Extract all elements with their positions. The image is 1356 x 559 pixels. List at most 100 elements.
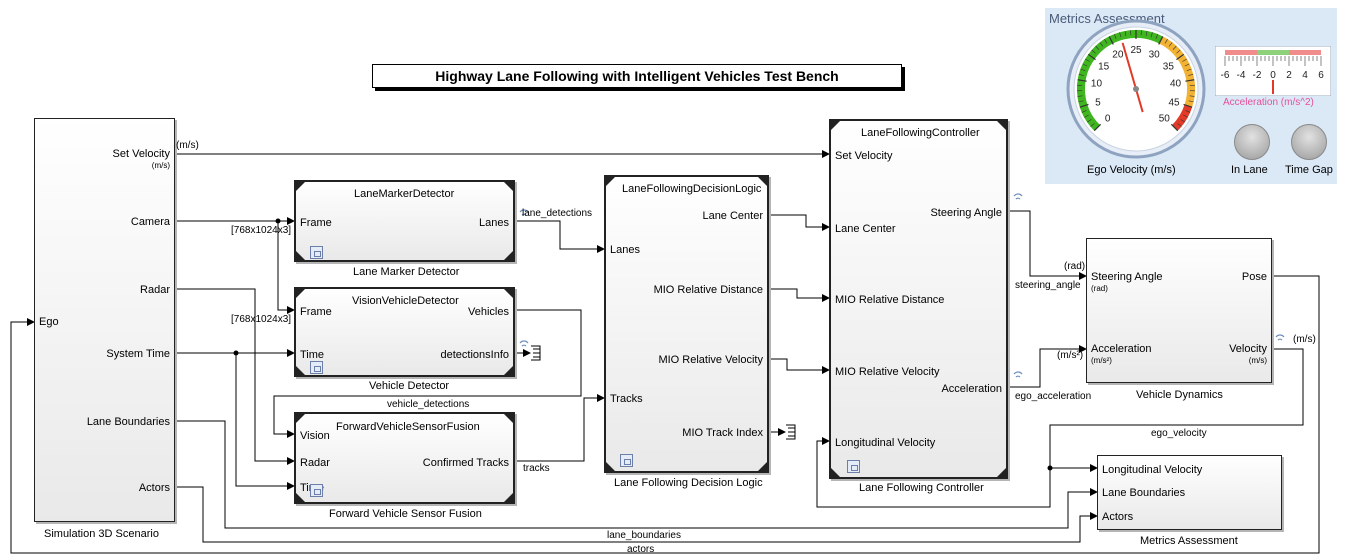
dynamics-block[interactable]: Steering Angle (rad) Acceleration (m/s²)… xyxy=(1086,238,1272,383)
accel-tick-label: -2 xyxy=(1253,70,1262,81)
gauge-label: Ego Velocity (m/s) xyxy=(1087,164,1176,176)
lane-marker-block[interactable]: LaneMarkerDetector Frame Lanes xyxy=(294,180,515,262)
port-mio-distance: MIO Relative Distance xyxy=(653,284,763,296)
model-ref-icon xyxy=(310,484,323,497)
fusion-name: Forward Vehicle Sensor Fusion xyxy=(329,508,482,520)
gauge-tick xyxy=(1084,114,1089,118)
gauge-tick xyxy=(1095,45,1100,50)
controller-ref: LaneFollowingController xyxy=(861,127,980,139)
gauge-tick xyxy=(1176,53,1185,61)
signal-steering-angle: steering_angle xyxy=(1015,280,1081,291)
gauge-tick xyxy=(1077,79,1087,82)
gauge-tick xyxy=(1158,36,1164,45)
model-ref-icon xyxy=(310,246,323,259)
accel-label: Acceleration (m/s^2) xyxy=(1223,97,1314,108)
wire-tracks xyxy=(515,394,605,462)
scenario-name: Simulation 3D Scenario xyxy=(44,528,159,540)
in-lane-lamp xyxy=(1234,124,1270,160)
gauge-tick-label: 25 xyxy=(1130,45,1142,56)
gauge-tick xyxy=(1182,58,1187,62)
gauge-tick xyxy=(1177,123,1182,127)
gauge-tick xyxy=(1189,95,1195,97)
port-velocity-unit: (m/s) xyxy=(1248,356,1267,365)
gauge-tick xyxy=(1087,53,1096,61)
signal-lane-boundaries: lane_boundaries xyxy=(607,530,681,541)
gauge-tick xyxy=(1176,49,1181,54)
port-mio-distance: MIO Relative Distance xyxy=(835,294,945,306)
controller-block[interactable]: LaneFollowingController Set Velocity Lan… xyxy=(829,119,1008,479)
port-mio-velocity: MIO Relative Velocity xyxy=(658,354,763,366)
port-set-velocity: Set Velocity xyxy=(112,148,170,160)
time-gap-lamp xyxy=(1291,124,1327,160)
gauge-red-band xyxy=(1171,104,1193,131)
signal-actors: actors xyxy=(627,544,655,555)
signal-frame-dim: [768x1024x3] xyxy=(231,314,292,325)
port-long-velocity: Longitudinal Velocity xyxy=(835,437,936,449)
port-frame: Frame xyxy=(300,306,332,318)
wire-mio-velocity xyxy=(769,358,830,374)
gauge-tick-label: 45 xyxy=(1168,97,1180,108)
gauge-amber-band xyxy=(1159,36,1195,108)
model-ref-icon xyxy=(310,361,323,374)
port-steering-unit: (rad) xyxy=(1091,284,1108,293)
port-lane-boundaries: Lane Boundaries xyxy=(1102,487,1186,499)
vision-name: Vehicle Detector xyxy=(369,380,450,392)
gauge-tick xyxy=(1104,39,1108,44)
port-acceleration-unit: (m/s²) xyxy=(1091,356,1112,365)
accel-tick-label: -4 xyxy=(1237,70,1246,81)
gauge-tick xyxy=(1172,45,1177,50)
gauge-tick xyxy=(1170,123,1179,132)
gauge-tick-label: 20 xyxy=(1112,49,1124,60)
decision-block[interactable]: LaneFollowingDecisionLogic Lanes Tracks … xyxy=(604,175,769,473)
gauge-tick xyxy=(1188,74,1194,76)
gauge-tick xyxy=(1119,32,1122,38)
port-system-time: System Time xyxy=(106,348,170,360)
metrics-block[interactable]: Longitudinal Velocity Lane Boundaries Ac… xyxy=(1097,455,1282,530)
signal-frame-dim: [768x1024x3] xyxy=(231,225,292,236)
port-lanes: Lanes xyxy=(610,244,640,256)
gauge-tick xyxy=(1081,110,1087,113)
wire-pose xyxy=(10,275,1320,554)
gauge-tick xyxy=(1168,42,1173,47)
signal-vehicle-detections: vehicle_detections xyxy=(387,399,470,410)
signal-accel-unit: (m/s²) xyxy=(1057,350,1084,361)
wire-lanes xyxy=(515,220,605,253)
gauge-tick xyxy=(1185,79,1195,82)
lane-marker-ref: LaneMarkerDetector xyxy=(354,188,455,200)
wire-camera-vision xyxy=(277,221,295,314)
port-camera: Camera xyxy=(130,216,170,228)
gauge-tick-label: 50 xyxy=(1159,113,1171,124)
gauge-tick-label: 35 xyxy=(1163,61,1175,72)
accel-tick-label: -6 xyxy=(1221,70,1230,81)
gauge-tick xyxy=(1155,34,1158,39)
gauge-tick xyxy=(1150,32,1153,38)
gauge-tick xyxy=(1124,30,1127,37)
wire-vehicles xyxy=(273,309,582,438)
port-radar: Radar xyxy=(140,284,170,296)
gauge-tick xyxy=(1079,103,1089,108)
dynamics-name: Vehicle Dynamics xyxy=(1136,389,1223,401)
signal-ego-velocity: ego_velocity xyxy=(1151,428,1207,439)
gauge-tick xyxy=(1164,39,1168,44)
port-acceleration: Acceleration xyxy=(1091,343,1152,355)
gauge-tick-label: 40 xyxy=(1170,79,1182,90)
gauge-tick xyxy=(1080,68,1086,71)
terminator-2 xyxy=(786,424,796,440)
accel-band-ok xyxy=(1257,50,1289,55)
model-ref-icon xyxy=(847,460,860,473)
gauge-tick-label: 0 xyxy=(1105,113,1111,124)
wire-lane-boundaries xyxy=(175,420,1098,529)
vision-block[interactable]: VisionVehicleDetector Frame Time Vehicle… xyxy=(294,287,515,377)
wire-acceleration xyxy=(1008,345,1087,388)
gauge-tick xyxy=(1183,114,1188,118)
gauge-tick xyxy=(1183,103,1193,108)
gauge-tick xyxy=(1188,100,1194,103)
vision-ref: VisionVehicleDetector xyxy=(352,295,459,307)
gauge-tick xyxy=(1108,36,1114,45)
fusion-block[interactable]: ForwardVehicleSensorFusion Vision Radar … xyxy=(294,412,515,504)
scenario-block[interactable]: Ego Set Velocity (m/s) Camera Radar Syst… xyxy=(34,118,175,522)
metrics-name: Metrics Assessment xyxy=(1140,535,1238,547)
